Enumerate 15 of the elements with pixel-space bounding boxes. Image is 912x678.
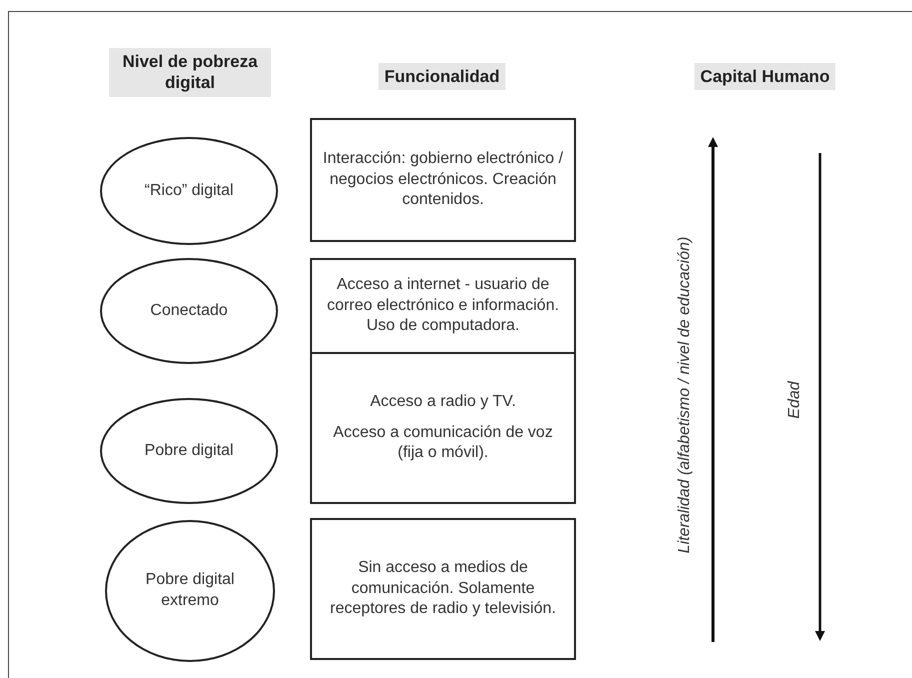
function-text: Acceso a radio y TV.	[370, 392, 516, 412]
axis-label: Literalidad (alfabetismo / nivel de educación)	[676, 236, 694, 554]
function-box: Interacción: gobierno electrónico / negocios electrónicos. Creación contenidos.	[310, 118, 576, 242]
function-box: Sin acceso a medios de comunicación. Solamente receptores de radio y televisión.	[310, 518, 576, 660]
axis-label: Edad	[786, 381, 804, 419]
function-box: Acceso a internet - usuario de correo electrónico e información. Uso de computadora.	[310, 258, 576, 354]
level-ellipse: Pobre digital	[100, 398, 278, 504]
function-box	[310, 352, 576, 504]
level-ellipse: Pobre digital extremo	[105, 520, 275, 662]
level-ellipse: “Rico” digital	[100, 137, 278, 245]
function-text: Acceso a comunicación de voz (fija o móvil).	[332, 422, 554, 464]
column-header: Capital Humano	[694, 63, 836, 90]
level-ellipse: Conectado	[100, 258, 278, 364]
column-header: Funcionalidad	[378, 63, 506, 90]
column-header: Nivel de pobreza digital	[109, 48, 271, 96]
